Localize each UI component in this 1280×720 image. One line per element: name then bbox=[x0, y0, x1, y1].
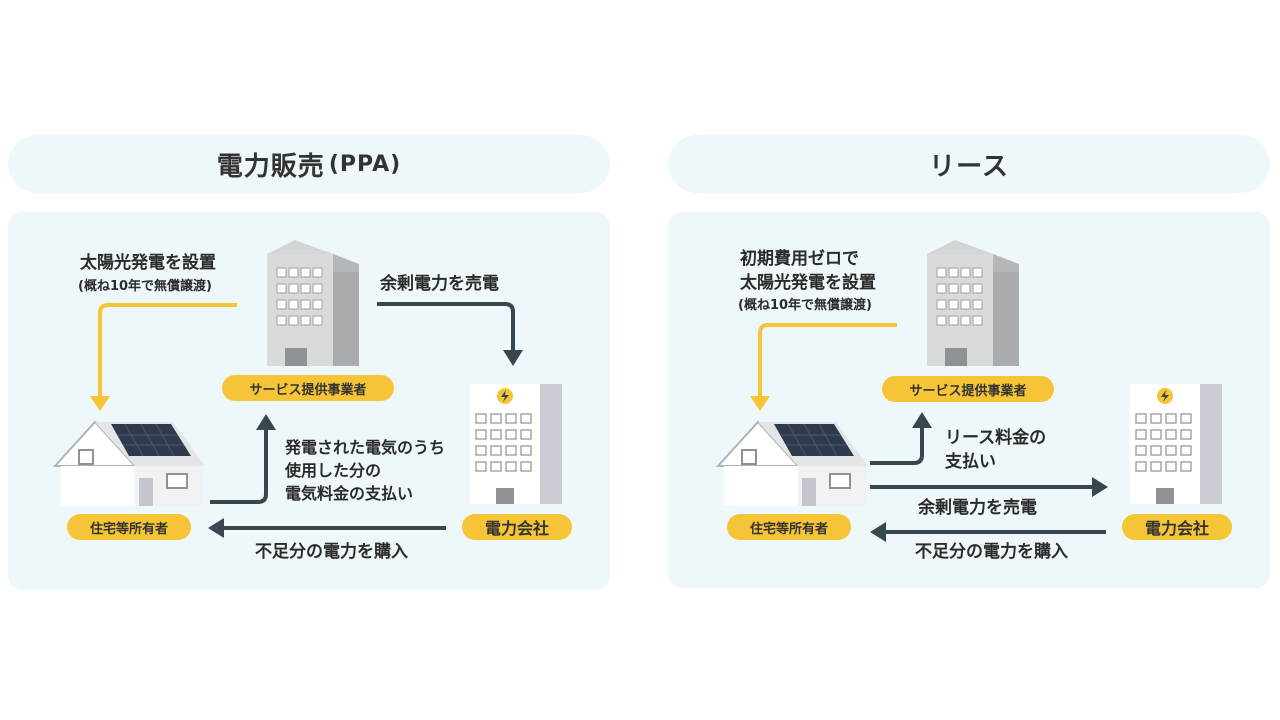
ppa-title-paren: (PPA) bbox=[328, 151, 402, 177]
ppa-install-note: (概ね10年で無償譲渡) bbox=[78, 279, 212, 294]
lease-power-company-building-icon bbox=[1130, 384, 1222, 504]
lease-install-line-1: 初期費用ゼロで bbox=[740, 249, 859, 269]
lease-solar-house-icon bbox=[715, 420, 868, 506]
ppa-buy-shortage-arrow bbox=[208, 518, 446, 538]
ppa-sell-surplus-label: 余剰電力を売電 bbox=[380, 274, 499, 294]
ppa-title-bar: 電力販売 (PPA) bbox=[8, 135, 610, 193]
lease-fee-arrow bbox=[870, 412, 932, 465]
ppa-power-company-badge: 電力会社 bbox=[462, 514, 572, 540]
lease-title: リース bbox=[929, 151, 1009, 182]
lease-install-arrow bbox=[750, 323, 897, 411]
ppa-payment-line-1: 発電された電気のうち bbox=[285, 438, 446, 457]
ppa-install-label: 太陽光発電を設置 bbox=[80, 253, 216, 273]
ppa-service-provider-badge: サービス提供事業者 bbox=[222, 375, 394, 401]
lease-buy-shortage-label: 不足分の電力を購入 bbox=[915, 542, 1068, 562]
ppa-buy-shortage-label: 不足分の電力を購入 bbox=[255, 542, 408, 562]
ppa-power-company-building-icon bbox=[470, 384, 562, 504]
lease-power-company-badge: 電力会社 bbox=[1122, 514, 1232, 540]
ppa-payment-line-2: 使用した分の bbox=[285, 461, 382, 480]
lease-title-bar: リース bbox=[668, 135, 1270, 193]
lease-office-building-icon bbox=[927, 240, 1019, 366]
ppa-solar-house-icon bbox=[52, 420, 205, 506]
ppa-office-building-icon bbox=[267, 240, 359, 366]
lease-buy-shortage-arrow bbox=[870, 522, 1106, 542]
lease-fee-line-1: リース料金の bbox=[945, 428, 1047, 448]
ppa-payment-line-3: 電気料金の支払い bbox=[285, 484, 414, 503]
lease-service-provider-badge: サービス提供事業者 bbox=[882, 376, 1054, 402]
lease-homeowner-badge: 住宅等所有者 bbox=[727, 514, 851, 540]
lease-sell-surplus-arrow bbox=[870, 477, 1108, 497]
ppa-title: 電力販売 bbox=[216, 151, 325, 182]
lease-install-note: (概ね10年で無償譲渡) bbox=[738, 298, 872, 313]
ppa-payment-arrow bbox=[210, 414, 276, 504]
lease-fee-line-2: 支払い bbox=[945, 452, 996, 472]
ppa-sell-surplus-arrow bbox=[377, 302, 523, 366]
ppa-homeowner-badge: 住宅等所有者 bbox=[67, 514, 191, 540]
ppa-install-arrow bbox=[90, 303, 237, 411]
lease-install-line-2: 太陽光発電を設置 bbox=[740, 273, 876, 293]
lease-sell-surplus-label: 余剰電力を売電 bbox=[918, 498, 1037, 518]
